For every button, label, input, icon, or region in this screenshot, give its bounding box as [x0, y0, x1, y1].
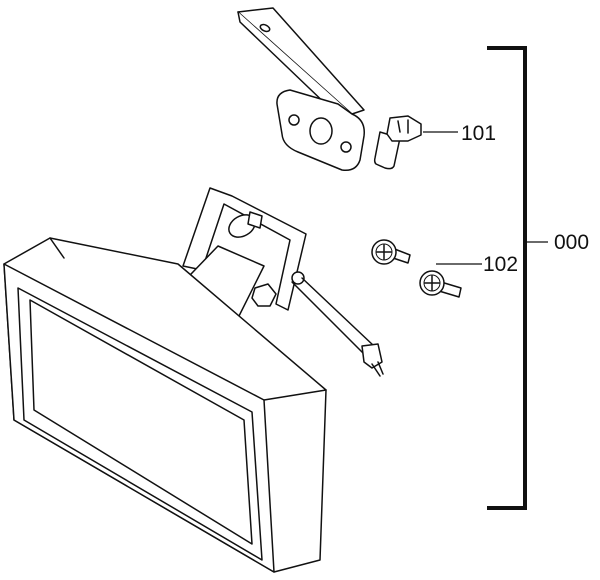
callout-102: 102 — [436, 253, 518, 276]
callout-101: 101 — [423, 122, 496, 145]
assembly-bracket: 000 — [487, 46, 589, 510]
screw-102-upper — [371, 239, 411, 265]
part-number-102: 102 — [483, 253, 518, 276]
lamp-assembly — [3, 187, 384, 573]
bolt-101 — [373, 115, 422, 170]
cable — [291, 277, 384, 377]
swivel-mount — [165, 187, 307, 323]
part-number-101: 101 — [461, 122, 496, 145]
screw-102-lower — [419, 270, 462, 298]
assembly-number: 000 — [554, 231, 589, 254]
mounting-bracket — [237, 7, 365, 172]
